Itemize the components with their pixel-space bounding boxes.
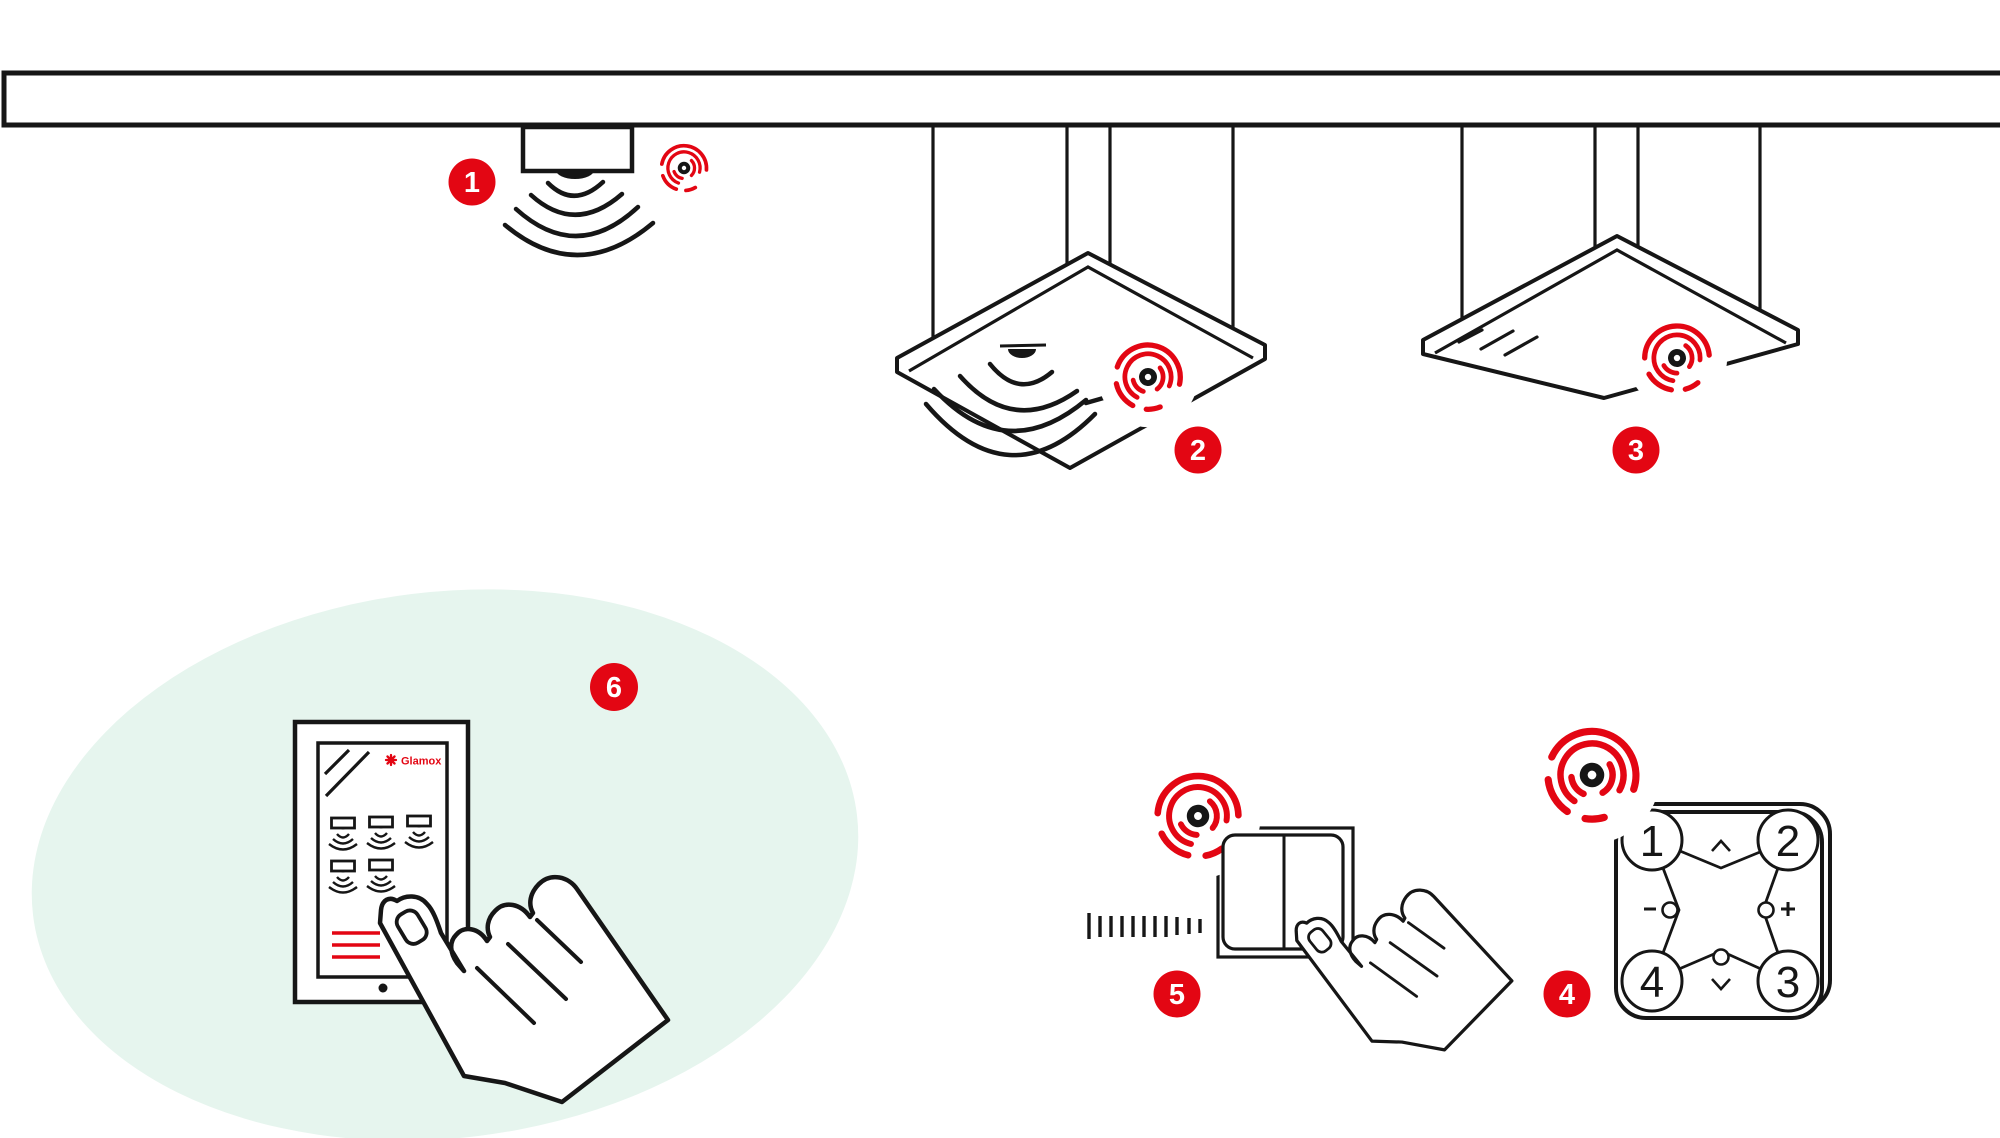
app-menu-lines	[332, 931, 380, 959]
plus-icon	[1781, 902, 1795, 916]
badge-2-number: 2	[1190, 435, 1206, 467]
motion-waves-icon	[502, 179, 656, 258]
radio-signal-icon	[649, 133, 719, 203]
badge-5: 5	[1153, 970, 1201, 1018]
remote-button-4	[1620, 949, 1684, 1013]
down-dot	[1712, 948, 1730, 966]
tablet-app-group: Glamox 6	[292, 663, 668, 1102]
sensor-housing	[520, 124, 635, 174]
chevron-up-icon	[1711, 839, 1731, 852]
shine-hatch-lines	[1457, 328, 1539, 357]
remote-button-3	[1756, 949, 1820, 1013]
badge-4: 4	[1543, 970, 1591, 1018]
badge-3: 3	[1612, 426, 1660, 474]
pendant-luminaire-2: 2	[895, 125, 1267, 474]
suspension-wires	[1460, 125, 1762, 345]
badge-1-number: 1	[464, 167, 480, 199]
badge-6-number: 6	[606, 672, 622, 704]
brand-text: Glamox	[401, 756, 442, 768]
suspension-wires	[931, 125, 1235, 355]
remote-button-2	[1756, 808, 1820, 872]
remote-button-1-label: 1	[1640, 817, 1664, 866]
ceiling	[1, 70, 2000, 128]
sensor-dome	[1008, 349, 1036, 358]
pendant-luminaire-3: 3	[1421, 125, 1800, 474]
motion-waves-icon	[923, 361, 1110, 458]
dim-dot	[1661, 901, 1679, 919]
glamox-logo: Glamox	[384, 753, 442, 768]
remote-button-2-label: 2	[1776, 817, 1800, 866]
remote-control-group: 1 2 3 4 4	[1509, 692, 1832, 1020]
remote-center-controls	[1644, 839, 1795, 991]
badge-3-number: 3	[1628, 435, 1644, 467]
panel-edge-line	[1434, 248, 1787, 355]
panel-edge-line	[908, 265, 1254, 373]
badge-6: 6	[590, 663, 638, 711]
badge-2: 2	[1174, 426, 1222, 474]
sensor-base-line	[999, 343, 1047, 348]
badge-4-number: 4	[1559, 979, 1575, 1011]
remote-button-3-label: 3	[1776, 958, 1800, 1007]
sensor-dome	[556, 170, 594, 179]
brighten-dot	[1757, 901, 1775, 919]
ceiling-sensor-group: 1	[448, 124, 719, 258]
chevron-down-icon	[1711, 978, 1731, 991]
switch-frame	[1216, 826, 1355, 959]
wall-switch-group: 5	[1087, 747, 1522, 1070]
screen-glare-lines	[323, 748, 371, 798]
luminaire-panel	[895, 251, 1267, 470]
remote-buttons	[1620, 808, 1820, 1013]
signal-tick-marks	[1087, 913, 1202, 939]
badge-5-number: 5	[1169, 979, 1185, 1011]
badge-1: 1	[448, 158, 496, 206]
logo-center-dot	[388, 757, 394, 763]
home-button-dot	[378, 983, 388, 993]
remote-button-4-label: 4	[1640, 958, 1664, 1007]
